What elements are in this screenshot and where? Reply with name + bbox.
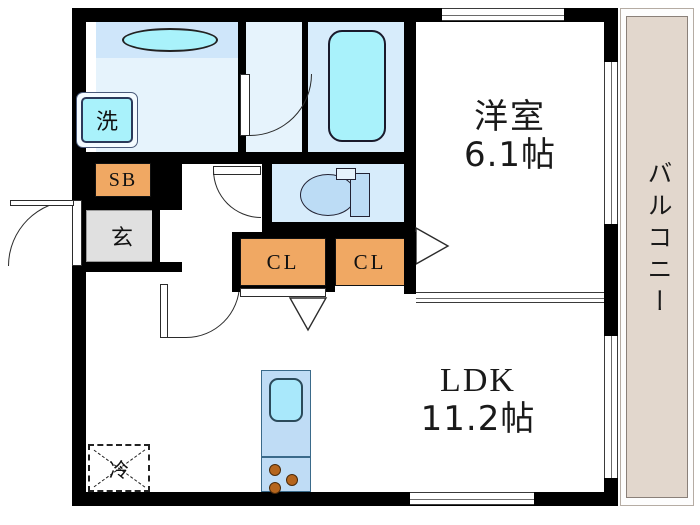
balcony-sliding-door-ldk[interactable] <box>604 336 618 478</box>
washer-label: 洗 <box>95 110 118 135</box>
wall-toilet-left <box>262 160 272 230</box>
bedroom-window[interactable] <box>442 8 564 21</box>
refrigerator-space: 冷 <box>88 444 150 492</box>
washing-machine-icon: 洗 <box>81 97 133 143</box>
washbasin-icon <box>122 28 218 52</box>
closet-left-label: CL <box>266 249 300 274</box>
bathtub-icon <box>328 30 386 142</box>
wall-closet-divider <box>326 232 335 292</box>
kitchen-counter-split <box>261 456 311 458</box>
toilet-flush-icon <box>336 168 356 180</box>
wall-bottom <box>72 492 618 506</box>
closet-right[interactable]: CL <box>335 238 405 286</box>
closet-left-fold-arrow <box>288 297 328 332</box>
wall-bath-right <box>404 14 416 166</box>
kitchen-sink-icon <box>269 378 303 422</box>
balcony-sliding-door-bedroom[interactable] <box>604 62 618 224</box>
closet-right-fold-arrow <box>415 226 450 266</box>
entrance-door-frame <box>10 200 74 206</box>
wall-toilet-right <box>404 160 416 232</box>
ldk-label: LDK 11.2帖 <box>378 362 578 438</box>
bedroom-name: 洋室 <box>474 97 546 137</box>
entrance-tile: 玄 <box>86 210 158 262</box>
washroom-door-leaf[interactable] <box>240 74 250 136</box>
ldk-window-south[interactable] <box>410 492 534 505</box>
ldk-bedroom-partition[interactable] <box>416 292 604 303</box>
closet-right-label: CL <box>353 249 387 274</box>
fridge-label: 冷 <box>109 457 129 482</box>
balcony-label: バルコニー <box>644 160 673 320</box>
entrance-label: 玄 <box>110 226 133 251</box>
shoe-box: SB <box>95 163 151 197</box>
toilet-tank-icon <box>350 173 370 217</box>
entrance-door-arc <box>8 200 74 266</box>
burner-2-icon <box>286 474 298 486</box>
wall-toilet-bottom <box>262 222 416 232</box>
closet-left-door[interactable] <box>240 288 326 297</box>
shoe-box-label: SB <box>108 168 138 191</box>
wall-bedroom-left <box>404 232 416 294</box>
toilet-bowl-icon <box>300 174 356 216</box>
ldk-size: 11.2帖 <box>420 399 536 440</box>
wall-entrance-bottom <box>86 262 182 272</box>
wall-entrance-right <box>152 210 160 264</box>
wall-bath-bottom <box>246 152 416 164</box>
balcony-area <box>626 16 688 498</box>
burner-1-icon <box>269 464 281 476</box>
bedroom-size: 6.1帖 <box>463 135 557 176</box>
closet-left[interactable]: CL <box>240 238 326 286</box>
bedroom-label: 洋室 6.1帖 <box>420 98 600 174</box>
wall-closet-left-edge <box>232 232 240 292</box>
ldk-name: LDK <box>440 362 516 399</box>
burner-3-icon <box>269 482 281 494</box>
